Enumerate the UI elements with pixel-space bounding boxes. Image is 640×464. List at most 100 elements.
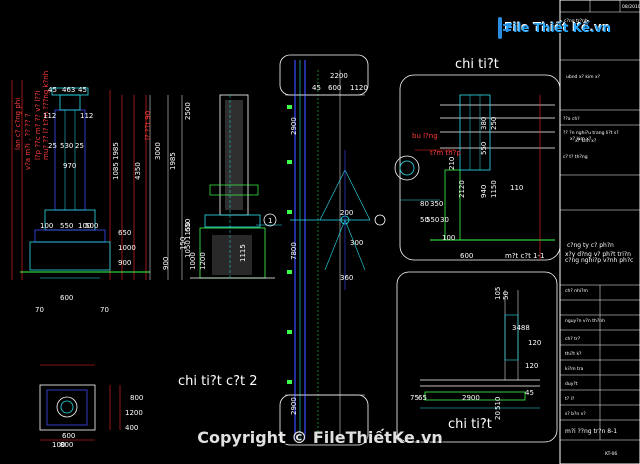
- dim-mid: 1115: [239, 244, 247, 262]
- dim-left: 45: [78, 86, 87, 94]
- watermark-copyright: Copyright © FileThiếtKe.vn: [197, 428, 443, 447]
- annotation-red: l?p ??c m? ?? v? l??i: [34, 90, 42, 160]
- dim-left: 800: [60, 441, 73, 449]
- title-line: ch? nhi?m: [565, 288, 588, 294]
- dim-right-top: 210: [448, 157, 456, 170]
- dim-center: 200: [340, 209, 353, 217]
- dim-center: 7800: [290, 242, 298, 260]
- dim-left: 1085: [112, 162, 120, 180]
- title-line: ubnd x? kim x?: [566, 74, 601, 80]
- dim-left: 463: [62, 86, 75, 94]
- railing-detail-top: [394, 74, 561, 261]
- dim-left: 25: [48, 142, 57, 150]
- dim-left: 400: [125, 424, 138, 432]
- dim-right-bottom: 120: [528, 339, 541, 347]
- dim-mid: 3000: [154, 142, 162, 160]
- dim-right-top: 30: [440, 216, 449, 224]
- title-row: s? b?n v?: [565, 411, 586, 417]
- watermark-brand: File Thiết Kế.vn: [505, 21, 611, 35]
- annotation-red: t?m th?p: [430, 149, 461, 157]
- title-line: m?i ??ng tr?n 8-1: [565, 428, 617, 435]
- title-row: t? l?: [565, 396, 575, 402]
- title-line: c?ng nghi?p v?nh ph?c: [565, 257, 633, 264]
- dim-left: 112: [43, 112, 56, 120]
- dim-left: 70: [35, 306, 44, 314]
- dim-center: 1120: [350, 84, 368, 92]
- dim-mid: 1985: [169, 152, 177, 170]
- dim-left: 600: [62, 432, 75, 440]
- dim-left: 1200: [125, 409, 143, 417]
- dim-mid: 1000: [189, 252, 197, 270]
- dim-mid: 1050: [184, 240, 192, 258]
- dim-mid: 2500: [184, 102, 192, 120]
- title-block: [559, 0, 640, 464]
- watermark-logo: File Thiết Kế.vn: [498, 14, 611, 42]
- dim-left: 4350: [134, 162, 142, 180]
- title-row: duy?t: [565, 381, 578, 387]
- dim-right-bottom: 2900: [462, 394, 480, 402]
- title-row: ch? tr?: [565, 336, 581, 342]
- dim-left: 112: [80, 112, 93, 120]
- dim-left: 600: [60, 294, 73, 302]
- title-row: KT-06: [605, 451, 617, 457]
- title-date: 08/2010: [622, 4, 640, 10]
- column-elevation-left: [11, 80, 150, 441]
- dim-center: 600: [328, 84, 341, 92]
- annotation-red: mu? ?? l? t?m ???ng k?nh: [42, 71, 50, 160]
- dim-right-top: 250: [490, 117, 498, 130]
- dim-left: 800: [130, 394, 143, 402]
- dim-left: 1985: [112, 142, 120, 160]
- dim-right-bottom: 45: [525, 389, 534, 397]
- dim-mid: 150: [179, 237, 187, 250]
- dim-mid: 900: [162, 257, 170, 270]
- dim-left: 970: [63, 162, 76, 170]
- dim-center: 300: [350, 239, 363, 247]
- annotation-red: v?a m?i , ?? ?? ?: [24, 113, 32, 170]
- dim-left: 1000: [118, 244, 136, 252]
- dim-right-top: 2120: [458, 180, 466, 198]
- dim-right-bottom: 20: [494, 411, 502, 420]
- title-row: thi?t k?: [565, 351, 582, 357]
- title-line: c?ng ty c? ph?n: [567, 242, 614, 249]
- dim-left: 45: [48, 86, 57, 94]
- title-line: c?ng tr?nh: [564, 18, 588, 24]
- dim-center: 2200: [330, 72, 348, 80]
- dim-left: 550: [60, 222, 73, 230]
- title-line: ?? ?n nghi?u trang li?t s?: [563, 130, 619, 136]
- dim-right-bottom: 75: [410, 394, 419, 402]
- dim-left: 100: [78, 222, 91, 230]
- center-elevation: [279, 54, 386, 446]
- dim-left: 530: [60, 142, 73, 150]
- label-detail-top: chi ti?t: [455, 57, 499, 72]
- dim-mid: 650: [184, 219, 192, 232]
- annotation-red: lan c? c?ng phi: [14, 98, 22, 150]
- dim-right-top: 550: [480, 142, 488, 155]
- dim-left: 500: [85, 222, 98, 230]
- dim-right-bottom: 65: [418, 394, 427, 402]
- title-line: x? kim x?: [575, 138, 597, 144]
- dim-left: 650: [118, 229, 131, 237]
- dim-left: 100: [40, 222, 53, 230]
- label-section: m?t c?t 1-1: [505, 252, 544, 260]
- dim-right-bottom: 105: [494, 287, 502, 300]
- dim-left: 70: [100, 306, 109, 314]
- dim-center: 45: [312, 84, 321, 92]
- dim-right-top: 1150: [490, 180, 498, 198]
- dim-mid: 1200: [199, 252, 207, 270]
- title-line: c? t? th?ng: [563, 154, 588, 160]
- dim-right-top: 50: [420, 216, 429, 224]
- label-detail-bottom: chi ti?t: [448, 417, 492, 432]
- dim-center: 2900: [290, 397, 298, 415]
- dim-right-top: 600: [460, 252, 473, 260]
- dim-right-top: 350: [430, 200, 443, 208]
- title-line: x? kim x?: [570, 136, 592, 142]
- dim-right-top: 110: [510, 184, 523, 192]
- dim-right-bottom: 3488: [512, 324, 530, 332]
- dim-left: 25: [75, 142, 84, 150]
- dim-left: 100: [52, 441, 65, 449]
- title-line: nguy?n v?n th?nh: [565, 318, 605, 324]
- dim-right-top: 940: [480, 185, 488, 198]
- label-col-detail: chi ti?t c?t 2: [178, 374, 258, 389]
- title-line: x?y d?ng v? ph?t tri?n: [565, 251, 631, 258]
